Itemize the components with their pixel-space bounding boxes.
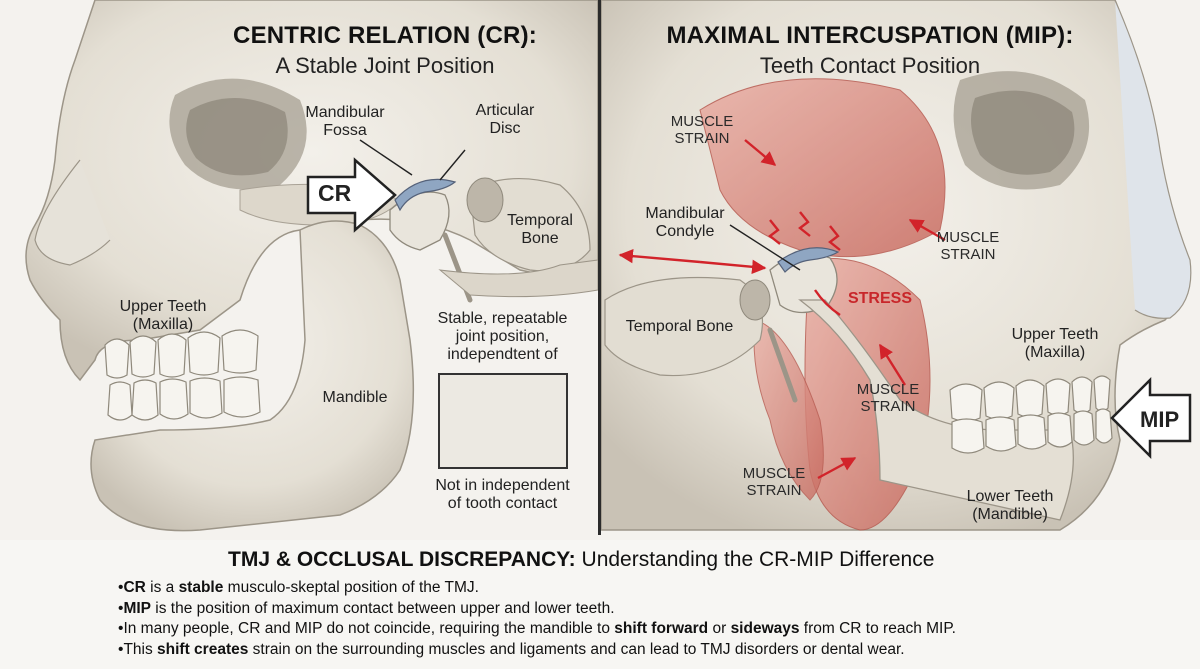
right-subtitle: Teeth Contact Position xyxy=(759,53,981,78)
muscle-strain-label-1: MUSCLE STRAIN xyxy=(670,113,734,147)
inset-box xyxy=(438,373,568,469)
left-temporal-bone-label: Temporal Bone xyxy=(507,212,573,247)
not-independent-note: Not in independent of tooth contact xyxy=(435,477,570,512)
stress-label: STRESS xyxy=(847,290,912,307)
summary-bullets: CR is a stable musculo-skeptal position … xyxy=(118,578,1188,660)
right-title: MAXIMAL INTERCUSPATION (MIP): xyxy=(666,22,1074,49)
right-heading: MAXIMAL INTERCUSPATION (MIP): Teeth Cont… xyxy=(650,22,1090,79)
summary-title: TMJ & OCCLUSAL DISCREPANCY: Understandin… xyxy=(228,548,935,571)
cr-arrow-shape xyxy=(306,157,397,233)
bullet-cr: CR is a stable musculo-skeptal position … xyxy=(118,578,1188,599)
right-temporal-bone-label: Temporal Bone xyxy=(625,318,734,335)
bullet-discrepancy: In many people, CR and MIP do not coinci… xyxy=(118,619,1188,640)
left-subtitle: A Stable Joint Position xyxy=(275,53,495,78)
mandible-label: Mandible xyxy=(322,389,388,406)
panel-divider xyxy=(598,0,601,535)
left-heading: CENTRIC RELATION (CR): A Stable Joint Po… xyxy=(180,22,590,79)
articular-disc-label: Articular Disc xyxy=(475,102,535,137)
mandibular-fossa-label: Mandibular Fossa xyxy=(305,104,385,139)
muscle-strain-label-3: MUSCLE STRAIN xyxy=(856,381,920,415)
mip-arrow-shape xyxy=(1110,376,1192,460)
strain-arrows xyxy=(618,139,946,480)
right-upper-teeth-label: Upper Teeth (Maxilla) xyxy=(1011,326,1099,361)
mandibular-condyle-label: Mandibular Condyle xyxy=(645,205,725,240)
left-upper-teeth-label: Upper Teeth (Maxilla) xyxy=(119,298,207,333)
cr-tag-label: CR xyxy=(318,180,352,206)
lower-teeth-label: Lower Teeth (Mandible) xyxy=(966,488,1054,523)
bullet-mip: MIP is the position of maximum contact b… xyxy=(118,599,1188,620)
muscle-strain-label-4: MUSCLE STRAIN xyxy=(742,465,806,499)
stable-note: Stable, repeatable joint position, indep… xyxy=(437,310,568,363)
muscle-strain-label-2: MUSCLE STRAIN xyxy=(936,229,1000,263)
bullet-strain: This shift creates strain on the surroun… xyxy=(118,640,1188,661)
mip-tag-label: MIP xyxy=(1140,407,1180,432)
left-title: CENTRIC RELATION (CR): xyxy=(233,22,537,49)
right-skull xyxy=(600,0,1192,531)
